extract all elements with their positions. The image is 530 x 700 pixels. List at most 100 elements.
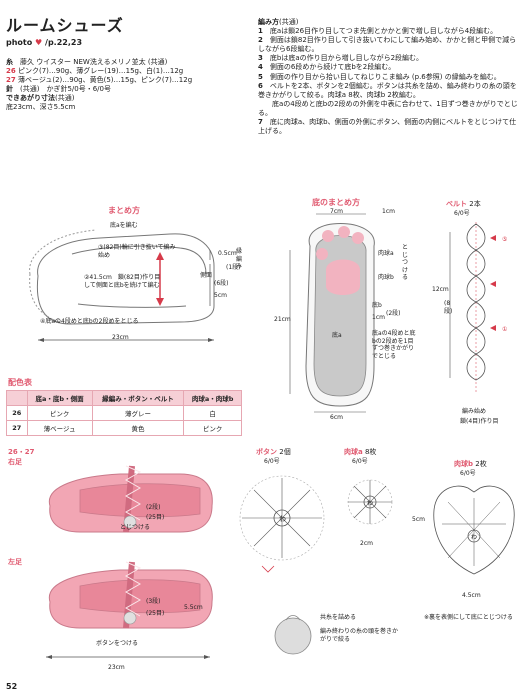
right-shoe xyxy=(48,465,213,533)
belt-start2: 鎖(4目)作り目 xyxy=(460,418,499,425)
shoe-width-line xyxy=(46,655,210,659)
color-table: 底a・底b・側面 縁編み・ボタン・ベルト 肉球a・肉球b 26 ピンク 薄グレー… xyxy=(6,390,242,436)
belt-count: 2本 xyxy=(469,200,481,208)
nikuq-a-label: 肉球a xyxy=(344,448,363,456)
right-sts: (25目) xyxy=(146,514,165,521)
edge-label: 縁編み xyxy=(236,248,243,270)
table-cell: 26 xyxy=(6,405,28,421)
step-2: 2 側面は鎖82目作り目して引き抜いてわにして編み始め、かかと側と甲側で減らしな… xyxy=(258,36,517,54)
line27-num: 27 xyxy=(6,76,16,85)
belt-label: ベルト xyxy=(446,200,467,208)
yarn-heading: 糸 xyxy=(6,58,13,66)
side-cm: 5cm xyxy=(214,292,227,299)
ct-h0 xyxy=(6,390,28,406)
nikuq-b-count: 2枚 xyxy=(475,460,487,468)
photo-label: photo xyxy=(6,38,33,47)
instructions-note: (共通) xyxy=(279,18,299,26)
table-cell: 薄ベージュ xyxy=(26,420,93,436)
side-rows: (6段) xyxy=(214,280,229,287)
right-foot-label: 右足 xyxy=(8,458,22,466)
step-7: 7 底に肉球a、肉球b、側面の外側にボタン、側面の内側にベルトをとじつけて仕上げ… xyxy=(258,118,517,136)
table-cell: ピンク xyxy=(26,405,93,421)
belt-len-cm: 12cm xyxy=(432,286,449,293)
right-rows: (2段) xyxy=(146,504,161,511)
table-cell: 白 xyxy=(183,405,242,421)
shoes-label: 26・27 xyxy=(8,448,35,456)
page-number: 52 xyxy=(6,682,18,691)
button-fill: 共糸を詰める xyxy=(320,614,357,621)
sole-attach: とじつける xyxy=(402,244,409,281)
button-hook: 6/0号 xyxy=(264,458,280,465)
size-note: (共通) xyxy=(55,94,75,103)
sole-dim-gap: 1cm xyxy=(382,208,395,215)
shoe-button: ボタンをつける xyxy=(96,640,139,647)
button-count: 2個 xyxy=(279,448,291,456)
belt-mark5: ⑤ xyxy=(502,236,508,243)
belt-mark1: ① xyxy=(502,326,508,333)
size-heading: できあがり寸法 xyxy=(6,94,55,103)
button-label: ボタン xyxy=(256,448,277,456)
nikuq-a-size: 2cm xyxy=(360,540,373,547)
step-6: 6 ベルトを2本、ボタンを2個編む。ボタンは共糸を詰め、編み終わりの糸の頭を巻き… xyxy=(258,81,517,99)
sole-dim-top: 7cm xyxy=(330,208,343,215)
needle-heading: 針 xyxy=(6,85,13,94)
size-text: 底23cm、深さ5.5cm xyxy=(6,103,76,112)
left-shoe xyxy=(48,561,213,629)
sole-sokob-cm: 1cm xyxy=(372,314,385,321)
nikuq-b-width: 4.5cm xyxy=(462,592,481,599)
step-1: 1 底aは鎖26目作り目してつま先側とかかと側で増し目しながら4段編む。 xyxy=(258,27,498,36)
button-close: 編み終わりの糸の頭を巻きかがりで絞る xyxy=(320,628,399,643)
step-4: 4 側面の6段めから続けて底bを2段編む。 xyxy=(258,63,396,72)
side-label: 側面 xyxy=(200,272,213,279)
ct-h2: 縁編み・ボタン・ベルト xyxy=(91,390,185,406)
color-table-title: 配色表 xyxy=(8,378,32,387)
matome-step4: ④底aの4段めと底bの2段めをとじる xyxy=(40,318,139,325)
instructions-block: 編み方(共通) 1 底aは鎖26目作り目してつま先側とかかと側で増し目しながら4… xyxy=(258,18,520,136)
table-cell: 薄グレー xyxy=(91,405,185,421)
table-cell: ピンク xyxy=(183,420,242,436)
sole-join-note: 底aの4段めと底bの2段めを1目ずつ巻きかがりでとじる xyxy=(372,330,416,360)
photo-pages: /p.22,23 xyxy=(45,38,83,47)
sole-nikuq-b: 肉球b xyxy=(378,274,394,281)
nikuq-a-chart: わ xyxy=(347,479,393,525)
matome-title: まとめ方 xyxy=(108,206,140,215)
matome-step3: ③(82目)輪に引き抜いて編み始め xyxy=(98,244,176,259)
sole-bottom: 6cm xyxy=(330,414,343,421)
heart-icon: ♥ xyxy=(35,38,43,47)
line26-num: 26 xyxy=(6,67,16,76)
svg-text:わ: わ xyxy=(279,515,286,523)
sole-length: 21cm xyxy=(274,316,291,323)
nikuq-b-chart: わ xyxy=(433,485,515,575)
shoe-height: 5.5cm xyxy=(184,604,203,611)
sole-sokoa: 底a xyxy=(332,332,342,339)
left-sts: (25目) xyxy=(146,610,165,617)
sole-sokob-rows: (2段) xyxy=(386,310,401,317)
step-5: 5 側面の作り目から拾い目してねじりこま編み (p.6参照) の縁編みを編む。 xyxy=(258,72,501,81)
left-foot-label: 左足 xyxy=(8,558,22,566)
matome-diagram xyxy=(29,229,215,342)
belt-chart xyxy=(449,222,496,394)
table-cell: 黄色 xyxy=(91,420,185,436)
nikuq-a-count: 8枚 xyxy=(364,448,377,456)
nikuq-b-label: 肉球b xyxy=(454,460,474,468)
line27-text: 薄ベージュ(2)…90g、黄色(5)…15g、ピンク(7)…12g xyxy=(17,76,193,85)
photo-ref: photo ♥ /p.22,23 xyxy=(6,38,82,49)
step-3: 3 底bは底aの作り目から増し目しながら2段編む。 xyxy=(258,54,424,63)
sole-title: 底のまとめ方 xyxy=(312,198,360,207)
belt-start: 編み始め xyxy=(462,408,487,415)
needle-text: (共通) かぎ針5/0号・6/0号 xyxy=(20,85,111,94)
matome-step2: ②41.5cm 鎖(82目)作り目して側面と底bを続けて編む xyxy=(84,274,161,289)
right-attach: とじつける xyxy=(120,524,151,531)
page-title: ルームシューズ xyxy=(6,16,124,35)
nikuq-a-hook: 6/0号 xyxy=(352,458,368,465)
button-chart: わ xyxy=(239,475,325,573)
ct-h3: 肉球a・肉球b xyxy=(183,390,242,406)
yarn-text: 藤久 ウイスター NEW洗えるメリノ並太 (共通) xyxy=(20,58,168,66)
sole-diagram xyxy=(289,213,375,413)
instructions-heading: 編み方 xyxy=(258,18,279,26)
step-6b: 底aの4段めと底bの2段めの外側を中表に合わせて、1目ずつ巻きかがりでとじる。 xyxy=(258,99,518,117)
line26-text: ピンク(7)…90g、薄グレー(19)…15g、白(1)…12g xyxy=(17,67,184,76)
nikuq-b-hook: 6/0号 xyxy=(460,470,476,477)
matome-width: 23cm xyxy=(112,334,129,341)
edge-rows: (1段) xyxy=(226,264,241,271)
